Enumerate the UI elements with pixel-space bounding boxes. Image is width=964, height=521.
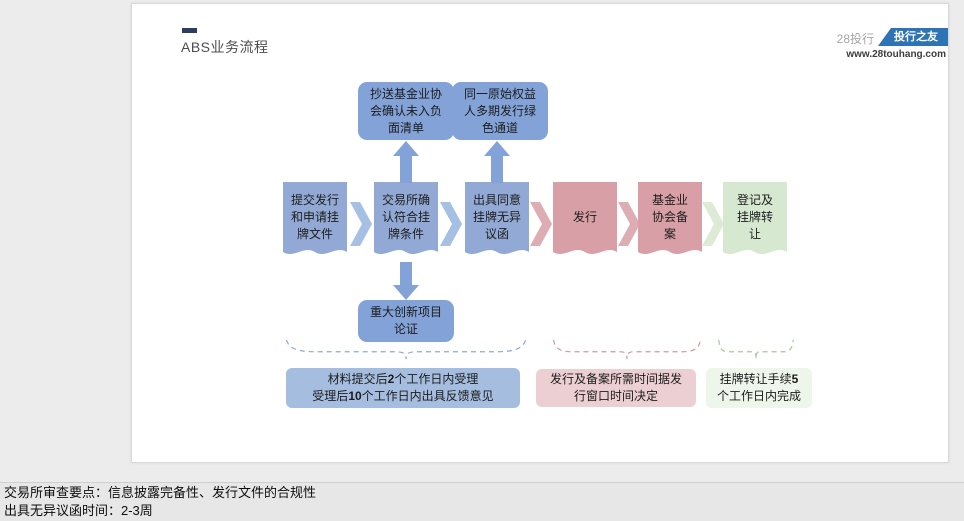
brace-decoration-pink	[552, 338, 702, 360]
annotation-number: 2	[387, 372, 395, 386]
footer-note-review-points: 交易所审查要点：信息披露完备性、发行文件的合规性	[4, 485, 317, 500]
flag-shape-icon	[374, 182, 438, 255]
flow-step-4: 发行	[553, 182, 617, 264]
title-accent-dash	[182, 28, 197, 33]
brand-website: www.28touhang.com	[846, 49, 946, 60]
flow-step-5: 基金业 协会备 案	[638, 182, 702, 264]
annotation-line: 受理后10个工作日内出具反馈意见	[312, 388, 493, 405]
annotation-line: 挂牌转让手续5 个工作日内完成	[717, 371, 801, 405]
up-arrow-icon	[393, 141, 419, 183]
flag-shape-icon	[638, 182, 702, 255]
chevron-right-icon	[440, 202, 462, 246]
annotation-text: 挂牌转让手续	[719, 372, 792, 386]
chevron-right-icon	[618, 202, 640, 246]
annotation-text: 受理后	[312, 389, 349, 403]
flow-step-label: 出具同意 挂牌无异 议函	[472, 192, 521, 241]
flag-shape-icon	[553, 182, 617, 255]
flow-step-label: 提交发行 和申请挂 牌文件	[290, 192, 339, 241]
down-arrow-icon	[393, 262, 419, 300]
flag-shape-icon	[465, 182, 529, 255]
flow-step-label: 登记及 挂牌转 让	[736, 192, 773, 241]
page-title: ABS业务流程	[181, 39, 269, 55]
bottom-note-major-innovation: 重大创新项目 论证	[358, 300, 454, 342]
slide-canvas: ABS业务流程 28投行 投行之友 www.28touhang.com 提交发行…	[131, 3, 949, 463]
top-note-green-channel: 同一原始权益 人多期发行绿 色通道	[452, 82, 548, 140]
up-arrow-icon	[484, 141, 510, 183]
brand-text: 28投行	[836, 32, 874, 46]
flow-step-3: 出具同意 挂牌无异 议函	[465, 182, 529, 264]
annotation-issuance-window: 发行及备案所需时间据发 行窗口时间决定	[536, 369, 696, 407]
annotation-text: 材料提交后	[327, 372, 388, 386]
flow-step-1: 提交发行 和申请挂 牌文件	[283, 182, 347, 264]
footer-notes: 交易所审查要点：信息披露完备性、发行文件的合规性 出具无异议函时间：2-3周	[0, 482, 964, 521]
annotation-listing-transfer: 挂牌转让手续5 个工作日内完成	[706, 368, 812, 408]
flag-shape-icon	[283, 182, 347, 255]
chevron-right-icon	[702, 202, 724, 246]
annotation-acceptance-timeline: 材料提交后2个工作日内受理 受理后10个工作日内出具反馈意见	[286, 368, 520, 408]
annotation-line: 材料提交后2个工作日内受理	[328, 371, 479, 388]
flow-step-label: 交易所确 认符合挂 牌条件	[381, 192, 430, 241]
flow-step-label: 基金业 协会备 案	[651, 192, 688, 241]
flow-step-label: 发行	[572, 209, 597, 224]
annotation-number: 10	[348, 389, 362, 403]
brace-decoration-blue	[284, 338, 528, 360]
flow-step-6: 登记及 挂牌转 让	[723, 182, 787, 264]
footer-note-no-objection-time: 出具无异议函时间：2-3周	[4, 503, 153, 518]
brand-badge: 投行之友	[878, 28, 948, 46]
chevron-right-icon	[530, 202, 552, 246]
annotation-number: 5	[791, 372, 799, 386]
chevron-right-icon	[350, 202, 372, 246]
flow-step-2: 交易所确 认符合挂 牌条件	[374, 182, 438, 264]
annotation-text: 个工作日内出具反馈意见	[361, 389, 494, 403]
annotation-text: 个工作日内完成	[716, 389, 801, 403]
top-note-negative-list: 抄送基金业协 会确认未入负 面清单	[358, 82, 454, 140]
annotation-text: 个工作日内受理	[394, 372, 479, 386]
flag-shape-icon	[723, 182, 787, 255]
brace-decoration-green	[718, 338, 794, 360]
